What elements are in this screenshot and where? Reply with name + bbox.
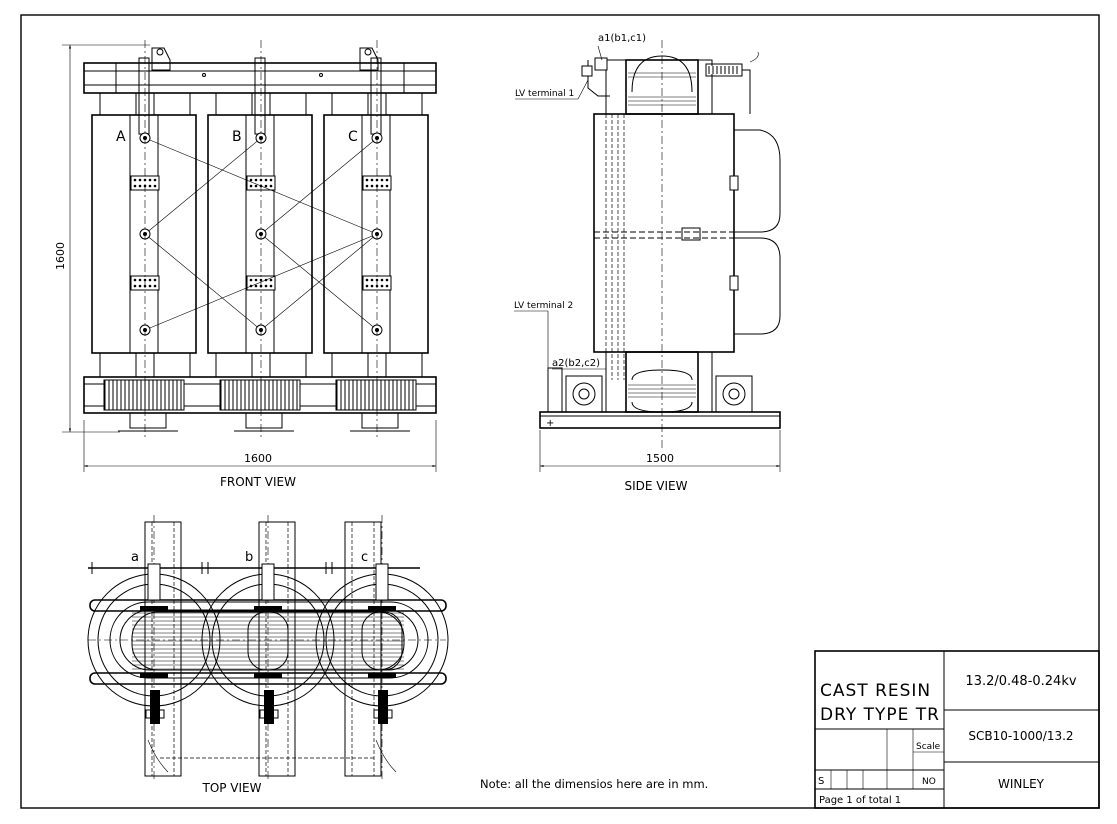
side-width-dimension: 1500 — [646, 452, 674, 465]
front-view: A B C 1600 1600 FRONT VIEW — [54, 40, 437, 489]
company-name: WINLEY — [998, 777, 1045, 791]
front-height-dimension: 1600 — [54, 242, 67, 270]
sheet-border — [20, 14, 1100, 809]
top-phase-label-b: b — [245, 550, 253, 565]
top-view-label: TOP VIEW — [201, 781, 261, 795]
title-block: CAST RESIN DRY TYPE TR 13.2/0.48-0.24kv … — [814, 650, 1100, 809]
side-view: + a1(b1,c1) LV terminal 1 LV terminal 2 … — [514, 33, 781, 493]
top-phase-label-a: a — [131, 550, 139, 565]
front-width-dimension: 1600 — [244, 452, 272, 465]
lv-terminal-2-label: LV terminal 2 — [514, 301, 573, 311]
top-view: a b c TOP VIEW — [87, 515, 449, 795]
lv-busbar-icon — [145, 690, 393, 724]
phase-label-c: C — [348, 129, 358, 145]
scale-label: Scale — [916, 742, 941, 752]
lv-terminal-1-label: LV terminal 1 — [515, 89, 574, 99]
side-view-label: SIDE VIEW — [625, 479, 688, 493]
voltage-rating: 13.2/0.48-0.24kv — [965, 674, 1076, 689]
hv-terminal-top-label: a1(b1,c1) — [598, 33, 646, 44]
page-info: Page 1 of total 1 — [819, 795, 901, 806]
phase-label-a: A — [116, 129, 126, 145]
phase-label-b: B — [232, 129, 242, 145]
dimension-note: Note: all the dimensios here are in mm. — [480, 777, 708, 791]
title-line-1: CAST RESIN — [820, 681, 931, 701]
lifting-lug-icon — [151, 47, 379, 71]
stage-mark: S — [818, 776, 824, 787]
scale-value: NO — [922, 777, 936, 787]
title-line-2: DRY TYPE TR — [820, 705, 940, 725]
top-phase-label-c: c — [361, 550, 368, 565]
hv-terminal-bottom-label: a2(b2,c2) — [552, 358, 600, 369]
front-view-label: FRONT VIEW — [220, 475, 296, 489]
model-number: SCB10-1000/13.2 — [968, 729, 1073, 743]
svg-text:+: + — [546, 418, 554, 429]
